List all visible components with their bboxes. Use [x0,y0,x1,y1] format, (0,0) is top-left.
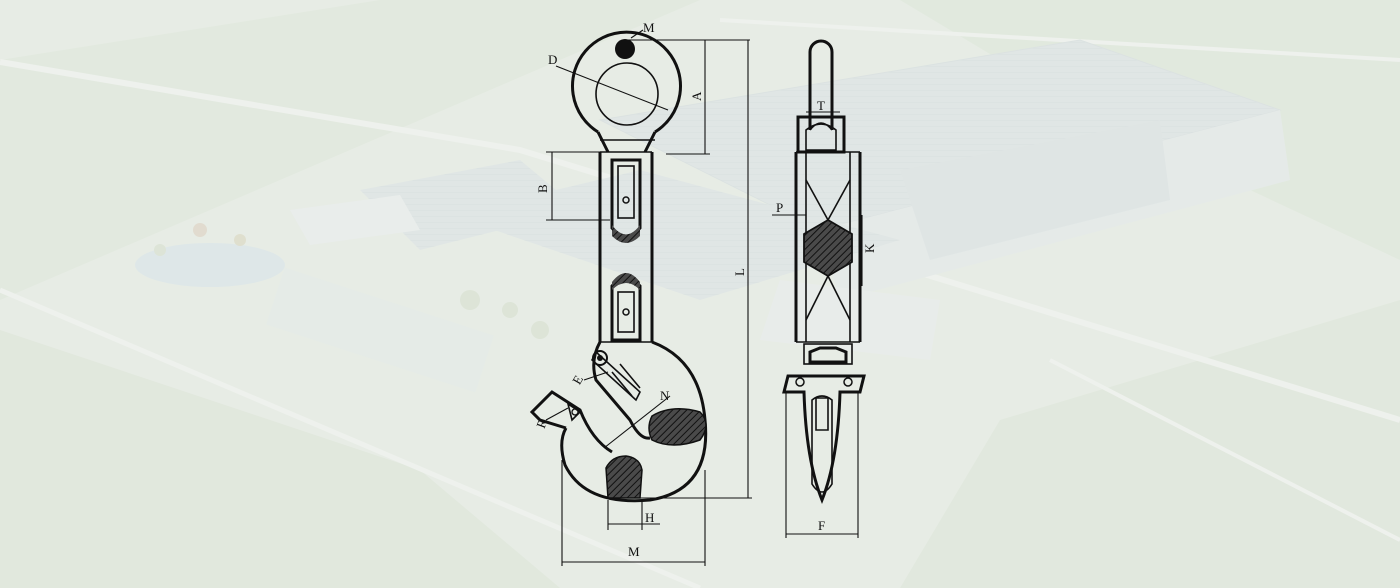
label-l: L [732,268,747,276]
label-a: A [689,91,704,101]
side-dimension-lines [772,111,863,538]
label-m-top: M [643,20,655,35]
label-t: T [817,98,825,113]
label-m-bottom: M [628,544,640,559]
front-dimension-lines [545,29,752,566]
label-f: F [818,518,825,533]
hook-body [529,340,708,503]
label-n: N [660,388,670,403]
label-b: B [535,184,550,193]
shank-body [598,151,654,343]
top-ball-marker [615,39,635,59]
label-e: E [569,373,586,387]
label-h: H [645,510,654,525]
side-view: T P K F [772,39,877,538]
hex-section [803,218,853,278]
front-view: M D A B L E R N H M [529,20,752,566]
label-d: D [548,52,557,67]
eye-ring [571,30,682,153]
label-k: K [862,243,877,253]
label-p: P [776,200,783,215]
